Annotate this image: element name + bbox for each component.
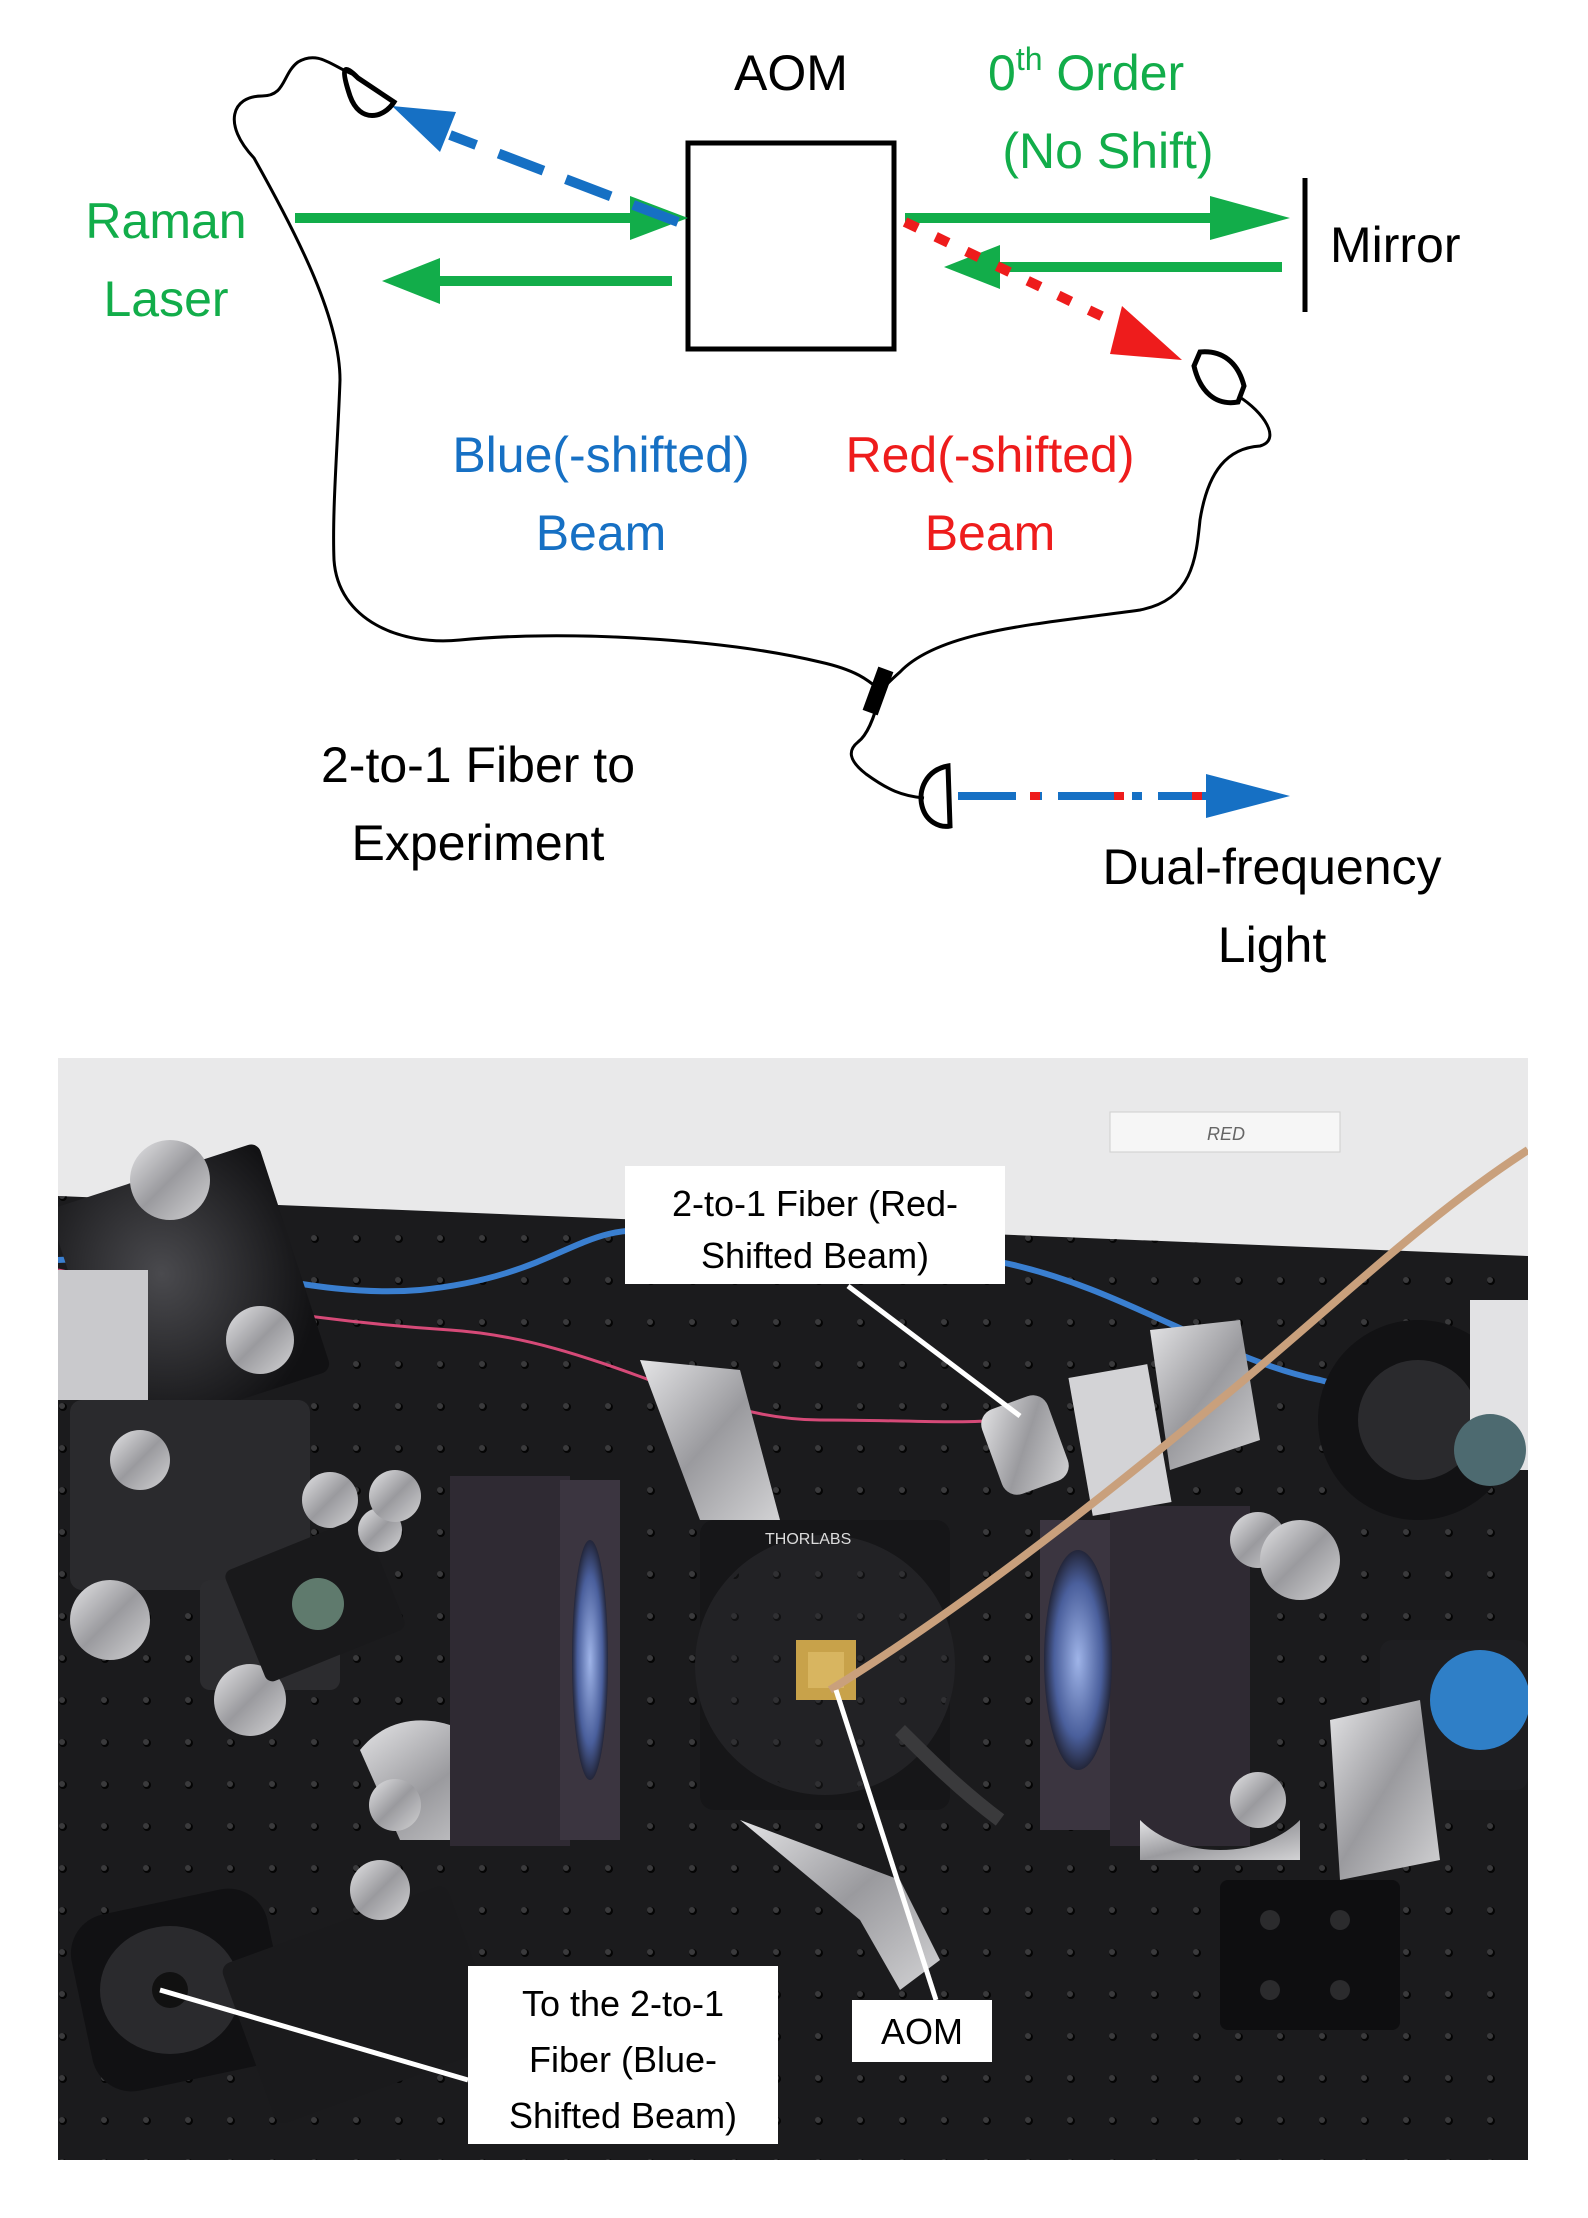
dual-frequency-beam xyxy=(958,774,1290,818)
fiber-to-experiment-line1: 2-to-1 Fiber to xyxy=(321,737,635,793)
zeroth-order-sup: th xyxy=(1016,41,1043,77)
red-fiber-coupler xyxy=(1191,349,1247,406)
red-shifted-beam xyxy=(902,217,1182,360)
aom-label: AOM xyxy=(734,45,848,101)
blue-fiber-callout-line3: Shifted Beam) xyxy=(509,2095,737,2136)
left-lens-tower xyxy=(360,1470,620,1846)
aom-platform: THORLABS xyxy=(640,1360,1005,1990)
raman-label-line1: Raman xyxy=(85,193,246,249)
red-beam-label-line2: Beam xyxy=(925,505,1056,561)
blue-fiber-callout-box xyxy=(468,1966,778,2144)
dual-frequency-line2: Light xyxy=(1218,917,1327,973)
lab-photo: RED xyxy=(58,1058,1528,2160)
dual-frequency-line1: Dual-frequency xyxy=(1102,839,1441,895)
red-fiber-callout-box xyxy=(625,1166,1005,1284)
red-fiber-leader xyxy=(846,1284,1022,1418)
fiber-combiner xyxy=(862,666,894,716)
output-fiber-coupler xyxy=(918,763,953,829)
right-lower-mount xyxy=(1220,1640,1528,2030)
blue-fiber-callout-line1: To the 2-to-1 xyxy=(522,1983,724,2024)
fiber-to-experiment-line2: Experiment xyxy=(352,815,605,871)
right-lens-tower xyxy=(1040,1506,1300,1860)
zeroth-order-rest: Order xyxy=(1043,45,1185,101)
red-beam-label-line1: Red(-shifted) xyxy=(846,427,1135,483)
green-beams xyxy=(295,196,1290,304)
aom-mount-brand: THORLABS xyxy=(765,1531,851,1548)
aom-callout-text: AOM xyxy=(881,2011,963,2052)
blue-fiber-coupler xyxy=(341,67,398,118)
blue-fiber-callout-line2: Fiber (Blue- xyxy=(529,2039,717,2080)
sticker-text: RED xyxy=(1207,1124,1245,1144)
aom-box xyxy=(685,140,897,352)
zeroth-order-base: 0 xyxy=(988,45,1016,101)
aom-leader xyxy=(833,1689,939,2001)
optical-diagram: AOM 0th Order (No Shift) Mirror Raman La… xyxy=(85,41,1460,973)
blue-fiber-leader xyxy=(159,1987,469,2083)
mirror-label: Mirror xyxy=(1330,217,1461,273)
raman-label-line2: Laser xyxy=(103,271,228,327)
blue-shifted-beam xyxy=(392,106,680,227)
fiber-cable xyxy=(232,56,1272,800)
blue-beam-label-line2: Beam xyxy=(536,505,667,561)
blue-fiber-coupler-photo xyxy=(70,1860,501,2123)
right-upper-mount xyxy=(1260,1300,1528,1600)
zeroth-order-label: 0th Order xyxy=(988,41,1184,101)
red-fiber-callout-line2: Shifted Beam) xyxy=(701,1235,929,1276)
aom-callout-box xyxy=(852,2000,992,2062)
left-upper-mount xyxy=(58,1140,330,1436)
rf-cable xyxy=(827,1146,1528,1694)
red-fiber-callout-line1: 2-to-1 Fiber (Red- xyxy=(672,1183,958,1224)
no-shift-label: (No Shift) xyxy=(1002,123,1213,179)
blue-beam-label-line1: Blue(-shifted) xyxy=(452,427,749,483)
sticker xyxy=(1109,1111,1341,1153)
